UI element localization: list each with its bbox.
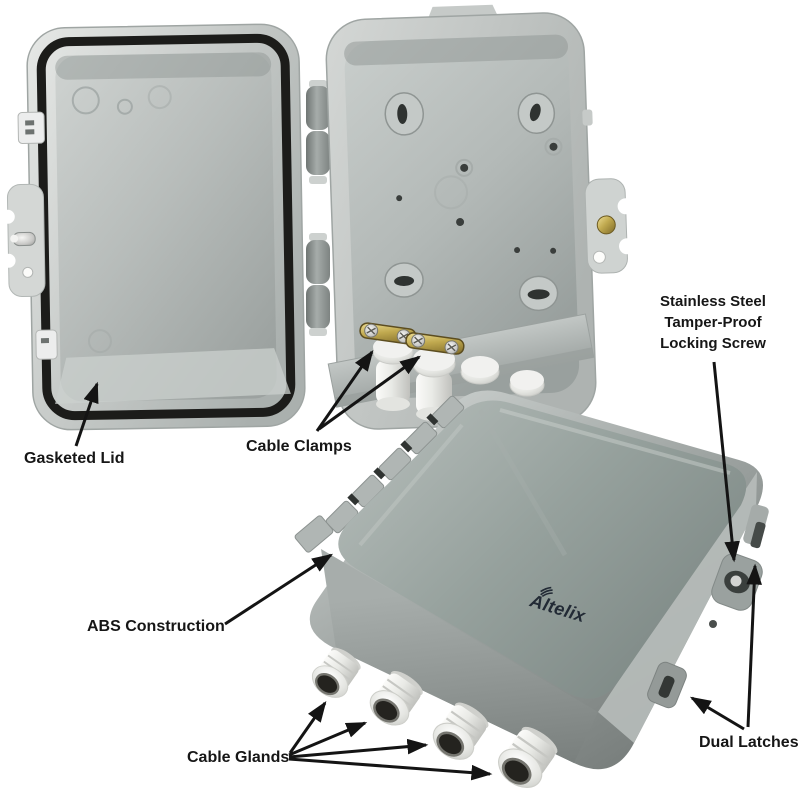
cable-glands-arrow — [288, 738, 429, 759]
closed-box — [294, 390, 769, 789]
dual-latches-label: Dual Latches — [699, 734, 799, 751]
mounting-boss — [384, 262, 424, 298]
gasketed-lid-arrow — [74, 381, 99, 447]
open-lid — [0, 23, 306, 431]
gland-lock-nut — [510, 370, 544, 390]
lid-edge-highlight — [499, 408, 731, 475]
lid-molded-circle — [71, 86, 100, 115]
cable-gland — [369, 670, 423, 726]
gland-opening — [436, 731, 465, 757]
mounting-boss — [384, 92, 425, 136]
dual-latches-arrow — [689, 696, 745, 731]
abs-construction-label: ABS Construction — [87, 618, 225, 635]
lid-latch-slot — [40, 338, 50, 344]
cable-glands-arrow — [288, 757, 493, 781]
abs-construction-arrow — [224, 553, 334, 626]
locking-screw-head — [730, 575, 742, 587]
bracket-notch — [0, 209, 15, 224]
hinge-barrel — [306, 131, 330, 175]
hinge-column — [306, 80, 330, 336]
logo-waves-icon — [540, 586, 553, 597]
altelix-logo: Altelix — [524, 583, 628, 649]
lid-inner-panel — [55, 52, 277, 402]
cable-clamp — [405, 332, 465, 355]
hinge-barrel — [306, 240, 330, 284]
lid-molded-circle — [147, 85, 172, 110]
cable-clamps-arrow — [315, 350, 374, 432]
annotation-arrows — [74, 350, 762, 781]
cable-clamps-label: Cable Clamps — [246, 438, 352, 455]
flange-hole — [592, 250, 606, 264]
lid-ridge — [477, 408, 568, 557]
cable-gland — [311, 647, 361, 698]
lid-molded-circle — [116, 98, 133, 115]
lid-latch-tab — [35, 329, 58, 360]
bracket-hole — [22, 266, 34, 278]
cable-glands-arrow — [288, 721, 368, 757]
pilot-holes — [396, 137, 563, 254]
box-interior-shadow — [344, 34, 569, 66]
ear-hole — [709, 620, 717, 628]
closed-box-lid — [338, 400, 747, 699]
molded-circle — [434, 175, 469, 210]
mounting-boss — [517, 92, 556, 135]
locking-screw-label: Stainless Steel Tamper-Proof Locking Scr… — [660, 293, 766, 352]
latch — [647, 661, 687, 709]
latch-slot — [658, 675, 675, 698]
hinge-cap — [309, 80, 327, 88]
cable-gland-body — [416, 372, 452, 414]
hinge-cap — [309, 176, 327, 184]
hinge-barrel — [306, 285, 330, 329]
hinge-cap — [309, 328, 327, 336]
cable-glands-label: Cable Glands — [187, 749, 290, 766]
hinge-cap — [309, 233, 327, 241]
latch-slot — [750, 521, 766, 549]
gland-opening — [315, 673, 340, 696]
dual-latches-arrow — [746, 563, 762, 728]
lid-molded-circle — [87, 329, 112, 354]
lid-floor-ridge — [55, 348, 291, 404]
closed-box-side-wall — [321, 549, 598, 763]
flange-notch — [619, 238, 636, 255]
lid-edge-highlight — [358, 423, 464, 547]
cable-glands-arrow — [288, 701, 327, 754]
open-box — [325, 4, 636, 430]
hinge-barrel — [306, 86, 330, 130]
lid-latch-slot — [25, 129, 35, 135]
cable-gland — [432, 702, 489, 760]
flange-notch — [617, 198, 634, 215]
lid-latch-slot — [25, 120, 35, 126]
lid-inner-shadow — [55, 52, 272, 80]
bracket-notch — [1, 253, 16, 268]
gland-opening — [501, 757, 532, 785]
flange-brass-insert — [596, 215, 616, 235]
open-box-cable-glands — [372, 336, 545, 421]
bracket-screw-tip — [10, 234, 19, 243]
locking-screw-arrow — [712, 361, 740, 563]
gland-lock-nut — [461, 356, 499, 378]
box-side-tab — [582, 109, 593, 126]
lid-latch-tab — [17, 111, 45, 144]
gland-opening — [373, 698, 400, 723]
cable-gland-body — [376, 397, 410, 411]
cable-clamps-arrow — [318, 355, 421, 431]
gasketed-lid-label: Gasketed Lid — [24, 450, 125, 467]
mounting-boss — [518, 275, 559, 312]
cable-gland — [498, 726, 558, 789]
closed-box-rim — [598, 472, 757, 743]
